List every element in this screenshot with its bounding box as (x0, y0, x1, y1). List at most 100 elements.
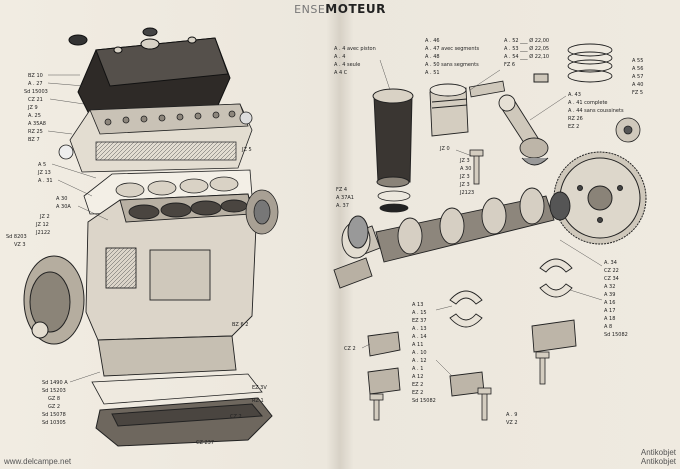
page-header: ENSEMOTEUR (0, 2, 680, 16)
left-label-27: EZ 3V (252, 385, 267, 391)
right-label-48: A . 10 (412, 350, 427, 356)
left-label-1: A . 27 (28, 81, 43, 87)
left-label-17: J2122 (36, 230, 51, 236)
right-label-43: A . 15 (412, 310, 427, 316)
right-label-54: Sd 15082 (412, 398, 436, 404)
left-label-8: BZ 7 (28, 137, 40, 143)
left-label-23: GZ 8 (48, 396, 61, 402)
right-label-29: FZ 4 (336, 187, 348, 193)
left-label-6: A 35A8 (28, 121, 46, 127)
left-label-11: JZ 13 (38, 170, 51, 176)
water-pump (245, 189, 279, 235)
right-label-40: A 8 (604, 324, 613, 330)
right-label-11: A . 54 ___ Ø 22,10 (504, 54, 550, 60)
right-label-6: A . 48 (425, 54, 440, 60)
right-label-46: A . 14 (412, 334, 427, 340)
right-label-45: A . 13 (412, 326, 427, 332)
right-label-0: A . 4 avec piston (334, 46, 376, 52)
left-label-21: Sd 1490 A (42, 380, 68, 386)
right-label-10: A . 53 ___ Ø 22,05 (504, 46, 550, 52)
sump-gasket (91, 373, 263, 405)
right-label-32: A. 34 (604, 260, 617, 266)
left-label-30: CZ 237 (196, 440, 215, 446)
left-label-5: A. 25 (28, 113, 41, 119)
right-label-50: A . 1 (412, 366, 424, 372)
right-label-17: FZ 5 (632, 90, 644, 96)
right-label-23: JZ 0 (440, 146, 450, 152)
right-label-42: A 13 (412, 302, 424, 308)
watermark-left: www.delcampe.net (4, 457, 72, 466)
right-label-18: A. 43 (568, 92, 581, 98)
right-label-21: RZ 26 (568, 116, 583, 122)
cylinder-liner (372, 88, 414, 188)
right-label-8: A . 51 (425, 70, 440, 76)
main-bearing-shells (449, 258, 573, 328)
right-label-44: EZ 37 (412, 318, 427, 324)
pulley (347, 215, 369, 249)
right-label-12: FZ 6 (504, 62, 516, 68)
right-label-16: A 40 (632, 82, 644, 88)
header-title: MOTEUR (325, 2, 386, 16)
small-end-bush (533, 73, 549, 83)
right-label-7: A . 50 sans segments (425, 62, 479, 68)
breather (142, 27, 158, 37)
right-label-39: A 18 (604, 316, 616, 322)
right-label-22: EZ 2 (568, 124, 580, 130)
gudgeon-pin (468, 80, 506, 98)
left-label-20: BZ 6 2 (232, 322, 249, 328)
piston (429, 83, 469, 137)
bolts (369, 149, 550, 421)
right-label-28: J2123 (460, 190, 475, 196)
left-label-3: CZ 21 (28, 97, 43, 103)
left-label-18: Sd 8203 (6, 234, 27, 240)
right-label-2: A . 4 seule (334, 62, 361, 68)
right-label-30: A 37A1 (336, 195, 354, 201)
right-label-1: A . 4 (334, 54, 346, 60)
right-label-24: JZ 3 (460, 158, 470, 164)
left-label-10: A 5 (38, 162, 47, 168)
main-bearing-caps (367, 319, 577, 397)
right-label-33: CZ 22 (604, 268, 619, 274)
left-label-2: Sd 15003 (24, 89, 48, 95)
right-label-41: Sd 15082 (604, 332, 628, 338)
right-label-35: A 32 (604, 284, 616, 290)
left-label-14: A 30A (56, 204, 71, 210)
oil-sump (95, 397, 273, 447)
right-label-31: A. 37 (336, 203, 349, 209)
rocker-cover (77, 36, 231, 121)
right-label-51: A 12 (412, 374, 424, 380)
left-label-25: Sd 15078 (42, 412, 66, 418)
timing-cover (23, 255, 85, 345)
oil-filler-cap (68, 34, 88, 46)
right-label-53: EZ 2 (412, 390, 424, 396)
left-label-4: JZ 9 (28, 105, 38, 111)
left-label-12: A . 31 (38, 178, 53, 184)
right-label-27: JZ 3 (460, 182, 470, 188)
right-label-5: A . 47 avec segments (425, 46, 480, 52)
header-prefix: ENSE (294, 3, 326, 16)
right-label-36: A 39 (604, 292, 616, 298)
crankshaft (333, 187, 571, 289)
right-label-9: A . 52 ___ Ø 22,00 (504, 38, 550, 44)
left-label-19: VZ 3 (14, 242, 26, 248)
right-label-4: A . 46 (425, 38, 440, 44)
right-label-57: VZ 2 (506, 420, 518, 426)
right-label-56: A . 9 (506, 412, 518, 418)
left-label-0: BZ 10 (28, 73, 43, 79)
engine-block (85, 193, 257, 377)
right-label-14: A 56 (632, 66, 644, 72)
right-label-15: A 57 (632, 74, 644, 80)
piston-rings (567, 43, 613, 83)
left-label-24: GZ 2 (48, 404, 61, 410)
left-label-9: JZ 5 (242, 147, 252, 153)
right-label-49: A . 12 (412, 358, 427, 364)
left-label-22: Sd 15203 (42, 388, 66, 394)
right-label-38: A 17 (604, 308, 616, 314)
right-label-26: JZ 3 (460, 174, 470, 180)
right-label-55: CZ 2 (344, 346, 356, 352)
left-label-29: CZ 2 (230, 414, 242, 420)
right-label-3: A 4 C (334, 70, 348, 76)
right-label-25: A 30 (460, 166, 472, 172)
